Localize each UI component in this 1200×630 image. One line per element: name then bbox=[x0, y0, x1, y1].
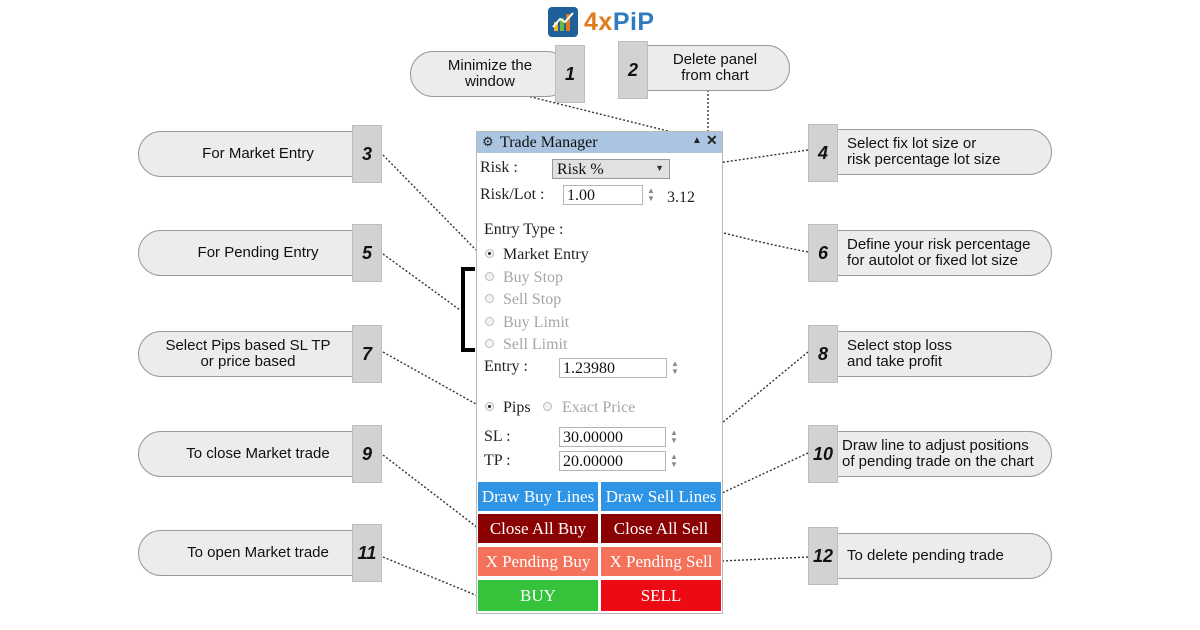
trade-manager-panel: ⚙ Trade Manager ▲ ✕ Risk : Risk % ▼ Risk… bbox=[476, 131, 723, 614]
risklot-stepper[interactable]: ▲▼ bbox=[647, 186, 655, 203]
app-icon: ⚙ bbox=[482, 134, 494, 149]
callout-12-label: To delete pending trade bbox=[808, 533, 1052, 579]
minimize-icon[interactable]: ▲ bbox=[692, 135, 702, 146]
close-icon[interactable]: ✕ bbox=[706, 134, 718, 149]
risklot-input[interactable]: 1.00 bbox=[563, 185, 643, 205]
risk-mode-value: Risk % bbox=[557, 161, 604, 178]
tp-stepper[interactable]: ▲▼ bbox=[670, 452, 678, 469]
sl-stepper[interactable]: ▲▼ bbox=[670, 428, 678, 445]
mode-pips: Pips bbox=[503, 399, 531, 416]
sl-label: SL : bbox=[484, 428, 511, 445]
draw-sell-lines-button[interactable]: Draw Sell Lines bbox=[601, 482, 721, 511]
callout-9-label: To close Market trade bbox=[138, 431, 378, 477]
callout-11-label: To open Market trade bbox=[138, 530, 378, 576]
callout-2-number: 2 bbox=[618, 41, 648, 99]
radio-sell-stop[interactable] bbox=[485, 294, 494, 303]
logo: 4xPiP bbox=[548, 6, 655, 38]
radio-buy-limit[interactable] bbox=[485, 317, 494, 326]
entry-type-sell-stop: Sell Stop bbox=[503, 291, 562, 308]
entry-type-buy-stop: Buy Stop bbox=[503, 269, 564, 286]
tp-label: TP : bbox=[484, 452, 511, 469]
radio-sell-limit[interactable] bbox=[485, 339, 494, 348]
tp-input[interactable]: 20.00000 bbox=[559, 451, 666, 471]
entry-label: Entry : bbox=[484, 358, 528, 375]
lot-result: 3.12 bbox=[667, 189, 695, 206]
panel-title: Trade Manager bbox=[500, 134, 598, 151]
draw-buy-lines-button[interactable]: Draw Buy Lines bbox=[478, 482, 598, 511]
chevron-down-icon: ▼ bbox=[655, 163, 664, 173]
entry-type-label: Entry Type : bbox=[484, 221, 564, 238]
radio-market-entry[interactable] bbox=[485, 249, 494, 258]
entry-price-stepper[interactable]: ▲▼ bbox=[671, 359, 679, 376]
callout-3-label: For Market Entry bbox=[138, 131, 378, 177]
sell-button[interactable]: SELL bbox=[601, 580, 721, 611]
callout-10-number: 10 bbox=[808, 425, 838, 483]
entry-type-market: Market Entry bbox=[503, 246, 589, 263]
buy-button[interactable]: BUY bbox=[478, 580, 598, 611]
callout-6-number: 6 bbox=[808, 224, 838, 282]
radio-pips[interactable] bbox=[485, 402, 494, 411]
risklot-label: Risk/Lot : bbox=[480, 186, 545, 203]
sl-input[interactable]: 30.00000 bbox=[559, 427, 666, 447]
entry-type-sell-limit: Sell Limit bbox=[503, 336, 568, 353]
entry-price-input[interactable]: 1.23980 bbox=[559, 358, 667, 378]
callout-7-number: 7 bbox=[352, 325, 382, 383]
callout-4-number: 4 bbox=[808, 124, 838, 182]
x-pending-sell-button[interactable]: X Pending Sell bbox=[601, 547, 721, 576]
callout-1-number: 1 bbox=[555, 45, 585, 103]
risk-mode-select[interactable]: Risk % ▼ bbox=[552, 159, 670, 179]
radio-buy-stop[interactable] bbox=[485, 272, 494, 281]
callout-3-number: 3 bbox=[352, 125, 382, 183]
entry-type-buy-limit: Buy Limit bbox=[503, 314, 570, 331]
callout-9-number: 9 bbox=[352, 425, 382, 483]
close-all-buy-button[interactable]: Close All Buy bbox=[478, 514, 598, 543]
callout-12-number: 12 bbox=[808, 527, 838, 585]
callout-11-number: 11 bbox=[352, 524, 382, 582]
callout-5-number: 5 bbox=[352, 224, 382, 282]
close-all-sell-button[interactable]: Close All Sell bbox=[601, 514, 721, 543]
radio-exact-price[interactable] bbox=[543, 402, 552, 411]
panel-titlebar[interactable]: ⚙ Trade Manager ▲ ✕ bbox=[477, 132, 722, 153]
pending-entry-bracket bbox=[461, 267, 475, 352]
callout-5-label: For Pending Entry bbox=[138, 230, 378, 276]
x-pending-buy-button[interactable]: X Pending Buy bbox=[478, 547, 598, 576]
risk-label: Risk : bbox=[480, 159, 518, 176]
mode-exact-price: Exact Price bbox=[562, 399, 636, 416]
logo-text: 4xPiP bbox=[584, 7, 655, 36]
callout-8-number: 8 bbox=[808, 325, 838, 383]
logo-chart-icon bbox=[548, 7, 578, 37]
